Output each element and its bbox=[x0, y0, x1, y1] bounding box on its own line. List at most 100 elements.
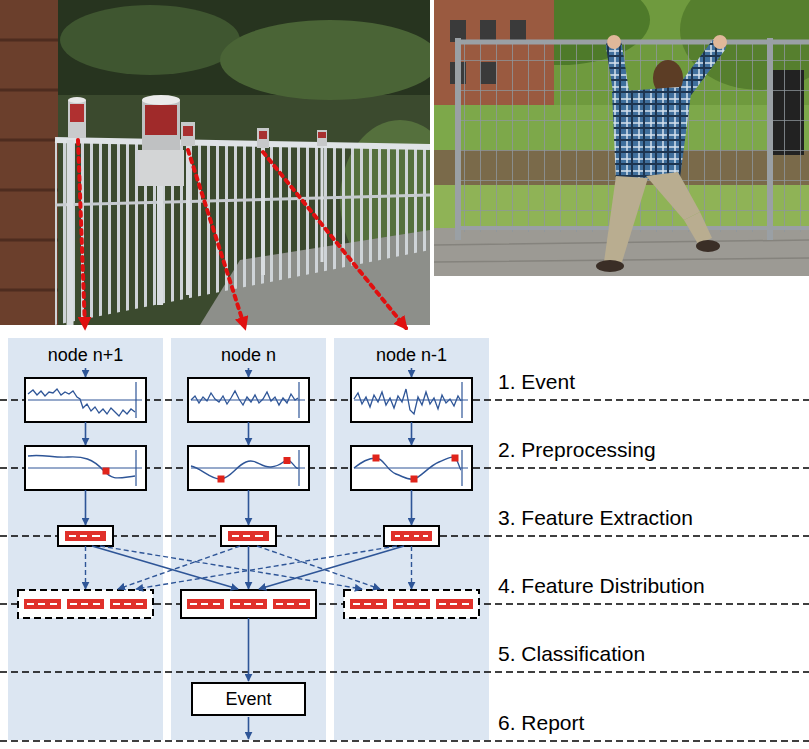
pipeline-column-part bbox=[354, 389, 461, 414]
pipeline-column-part bbox=[27, 603, 143, 605]
column-title: node n+1 bbox=[8, 338, 163, 366]
stage-separator-part bbox=[0, 671, 809, 672]
climber-part bbox=[596, 260, 624, 272]
fence-photo-part bbox=[321, 146, 324, 262]
pipeline-column-part bbox=[461, 382, 462, 418]
node-column: node n Event bbox=[171, 338, 326, 740]
climber-part bbox=[646, 172, 700, 220]
pipeline-column-part bbox=[395, 535, 428, 537]
climber-photo bbox=[434, 0, 809, 276]
fence-photo-part bbox=[60, 5, 240, 75]
stage-label: 2. Preprocessing bbox=[498, 438, 656, 462]
pipeline-column-part bbox=[411, 422, 413, 445]
pipeline-column-part bbox=[232, 535, 263, 537]
pipeline-column-part bbox=[353, 603, 469, 605]
pipeline-column-part bbox=[18, 590, 153, 618]
node-column: node n-1 bbox=[334, 338, 489, 740]
climber-part bbox=[696, 240, 720, 252]
pipeline-column-part bbox=[191, 391, 298, 405]
fence-photo-part bbox=[55, 195, 430, 205]
feature-exchange bbox=[92, 546, 404, 589]
pipeline-column-part bbox=[452, 455, 459, 462]
pipeline-column-part bbox=[298, 382, 299, 418]
fence-photo-part bbox=[257, 128, 269, 148]
pipeline-column-part bbox=[354, 457, 461, 479]
climber-photo-part bbox=[767, 38, 773, 240]
fence-photo-part bbox=[67, 140, 74, 325]
pipeline-column-part bbox=[461, 450, 462, 486]
pipeline-column-part bbox=[248, 490, 250, 525]
sensor-pointer-part bbox=[78, 140, 85, 328]
stage-separator-part bbox=[0, 535, 809, 536]
pipeline-column-part bbox=[411, 490, 413, 525]
pipeline-column-part bbox=[248, 618, 250, 681]
pipeline-column-part bbox=[218, 476, 225, 483]
stage-separator-part bbox=[0, 740, 809, 741]
fence-photo-part bbox=[0, 0, 58, 325]
pipeline-column-part bbox=[248, 368, 250, 377]
climber-photo-part bbox=[510, 20, 526, 42]
pipeline-column-part bbox=[411, 368, 413, 377]
pipeline-column-part bbox=[248, 546, 250, 589]
pipeline-column-part bbox=[69, 535, 100, 537]
column-title: node n bbox=[171, 338, 326, 366]
climber bbox=[596, 35, 727, 272]
pipeline-column-part bbox=[85, 490, 87, 525]
fence-photo-part bbox=[68, 100, 86, 138]
climber-part bbox=[612, 86, 692, 182]
fence-photo-part bbox=[55, 140, 430, 325]
climber-part bbox=[614, 46, 622, 98]
stage-separator-part bbox=[0, 467, 809, 468]
pipeline-column-part bbox=[28, 389, 135, 416]
pipeline-column-part bbox=[28, 400, 142, 401]
fence-photo-part bbox=[317, 130, 327, 146]
climber-part bbox=[713, 35, 727, 49]
feature-exchange-part bbox=[100, 546, 362, 589]
fence-photo-part bbox=[55, 140, 430, 147]
pipeline-column bbox=[18, 368, 153, 618]
column-title: node n-1 bbox=[334, 338, 489, 366]
pipeline-column-part bbox=[65, 531, 106, 541]
fence-photo-part bbox=[142, 95, 180, 105]
pipeline-column-part bbox=[25, 446, 146, 490]
pipeline-column-part bbox=[85, 422, 87, 445]
fence-photo-part bbox=[318, 132, 326, 138]
box-text: Event bbox=[225, 688, 271, 710]
column-ground-part bbox=[8, 338, 163, 740]
fence-photo-part bbox=[186, 145, 190, 295]
stage-separator bbox=[0, 400, 809, 741]
pipeline-column-part bbox=[191, 460, 298, 479]
climber-part bbox=[607, 35, 621, 49]
stage-label: 6. Report bbox=[498, 711, 584, 735]
event-box: Event bbox=[191, 682, 306, 716]
stage-separator-part bbox=[0, 399, 809, 400]
pipeline-column-part bbox=[248, 717, 250, 739]
pipeline-column-part bbox=[344, 590, 479, 618]
pipeline-column-part bbox=[284, 457, 291, 464]
pipeline-column-part bbox=[248, 422, 250, 445]
pipeline-column-part bbox=[103, 468, 110, 475]
pipeline-column-part bbox=[411, 476, 418, 483]
column-ground-part bbox=[334, 338, 489, 740]
pipeline-column-part bbox=[391, 531, 432, 541]
fence-photo-part bbox=[261, 148, 265, 275]
climber-photo-part bbox=[480, 20, 496, 42]
pipeline-column-part bbox=[135, 450, 136, 486]
fence-photo-part bbox=[70, 104, 84, 122]
sensor-pointer-part bbox=[188, 150, 245, 328]
feature-exchange-part bbox=[259, 546, 404, 589]
pipeline-column-part bbox=[298, 450, 299, 486]
pipeline-column-part bbox=[188, 446, 309, 490]
pipeline-column-part bbox=[373, 455, 380, 462]
stage-label: 3. Feature Extraction bbox=[498, 506, 693, 530]
pipeline-column-part bbox=[221, 526, 276, 546]
climber-photo-part bbox=[434, 0, 809, 276]
feature-exchange-part bbox=[92, 546, 238, 589]
pipeline-column-part bbox=[25, 378, 146, 422]
pipeline-column-part bbox=[351, 446, 472, 490]
pipeline-column-part bbox=[351, 378, 472, 422]
pipeline-column-part bbox=[85, 546, 86, 589]
pipeline-column-part bbox=[135, 382, 136, 418]
